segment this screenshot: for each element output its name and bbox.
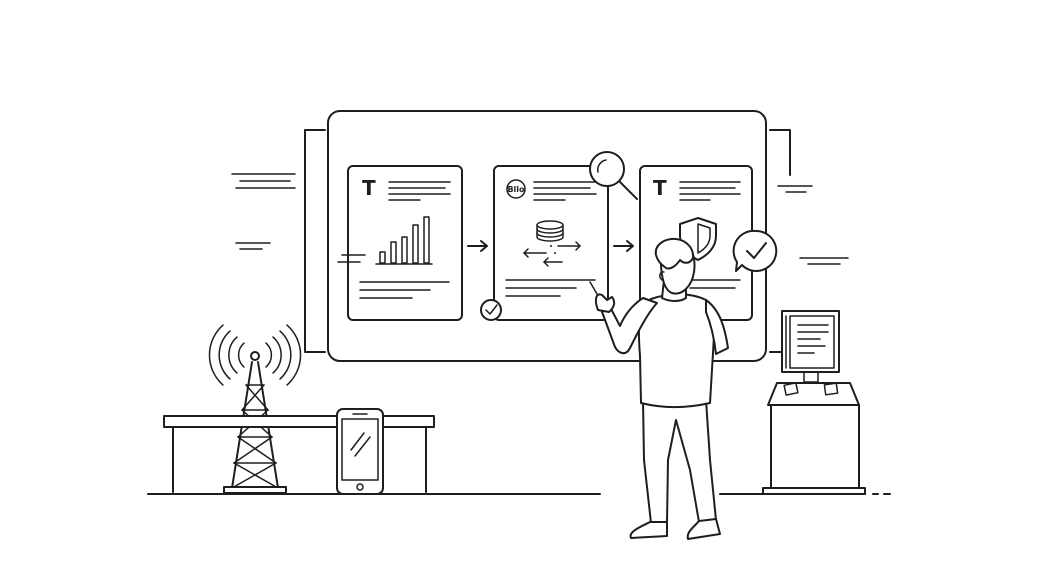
panel-2-caption-lines [505,279,596,297]
decorative-lines [231,173,849,265]
magnifier-icon [589,151,638,200]
panel-3-logo: T [653,176,667,200]
panel-1-text-lines [388,181,451,201]
panel-2-logo: Bllo [507,185,525,194]
person [589,237,729,540]
panel-3-text-lines [679,181,741,201]
flow-arrow-icon [467,240,488,252]
check-bubble-icon [732,229,778,272]
panel-1-logo: T [362,176,376,200]
coin-stack-icon [536,220,564,242]
flow-arrow-icon [613,240,634,252]
kiosk-terminal [762,310,866,495]
radio-tower [208,324,302,494]
table [163,415,435,493]
panel-1-caption-lines [359,281,450,299]
report-panel-1: T [347,165,463,321]
check-circle-icon [480,299,502,321]
panel-2-logo-badge [506,179,526,199]
panel-3-caption-lines [689,279,741,289]
exchange-icon [523,241,581,267]
bar-chart-icon [375,216,433,265]
report-panel-2: Bllo [480,165,609,321]
smartphone-icon [336,408,384,495]
panel-2-text-lines [533,181,597,201]
